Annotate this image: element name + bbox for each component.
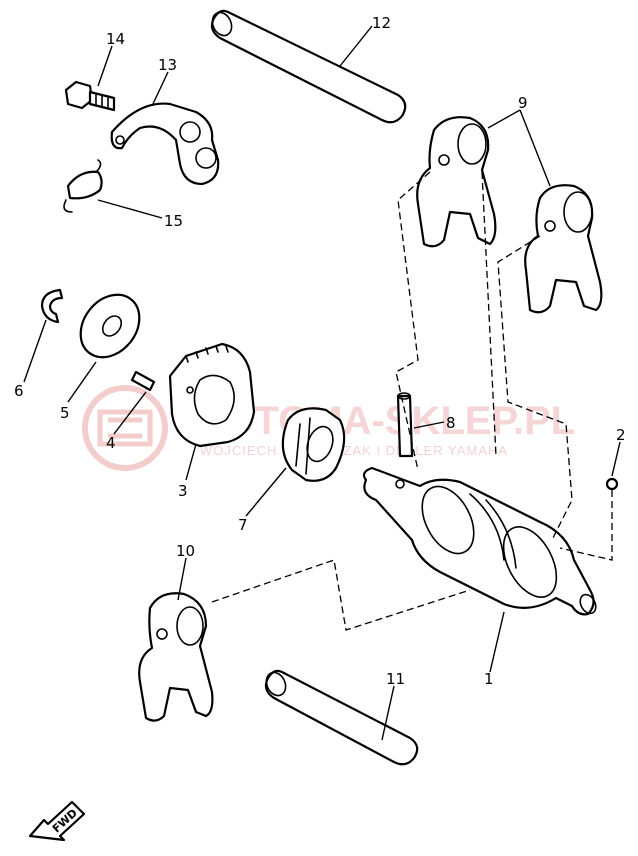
part-1-shift-cam [362, 466, 597, 616]
callout-9: 9 [518, 94, 528, 112]
callout-12: 12 [372, 14, 391, 32]
part-13-stopper-lever [110, 102, 220, 186]
callout-6: 6 [14, 382, 24, 400]
part-12-fork-shaft [210, 9, 407, 124]
part-2-pin [605, 477, 619, 491]
part-4-pin [130, 370, 156, 392]
alignment-lines [211, 171, 613, 631]
part-6-circlip [40, 288, 64, 324]
part-9-shift-fork-lower [524, 184, 603, 314]
part-15-spring [63, 159, 103, 213]
callout-3: 3 [178, 482, 188, 500]
part-10-shift-fork-left [138, 592, 214, 722]
part-5-washer [79, 293, 141, 359]
callout-7: 7 [238, 516, 248, 534]
part-3-segment [168, 342, 256, 448]
callout-2: 2 [616, 426, 626, 444]
callout-5: 5 [60, 404, 70, 422]
callout-13: 13 [158, 56, 177, 74]
watermark-subtext: WOJCIECH MAZURCZAK I DEALER YAMAHA [200, 443, 508, 458]
callout-8: 8 [446, 414, 456, 432]
callout-10: 10 [176, 542, 195, 560]
callout-15: 15 [164, 212, 183, 230]
part-11-fork-shaft [264, 669, 419, 766]
callout-14: 14 [106, 30, 125, 48]
watermark-logo [82, 385, 168, 471]
callout-11: 11 [386, 670, 405, 688]
leader-lines [23, 25, 621, 741]
callout-labels: 14 13 15 12 9 6 5 4 3 7 8 2 1 10 11 [14, 14, 626, 688]
part-7-bearing [281, 407, 346, 482]
callout-1: 1 [484, 670, 494, 688]
fwd-arrow-icon: FWD [28, 800, 86, 842]
part-9-shift-fork-upper [416, 116, 497, 248]
callout-4: 4 [106, 434, 116, 452]
part-8-dowel-pin [396, 392, 414, 458]
part-14-bolt [64, 80, 116, 112]
